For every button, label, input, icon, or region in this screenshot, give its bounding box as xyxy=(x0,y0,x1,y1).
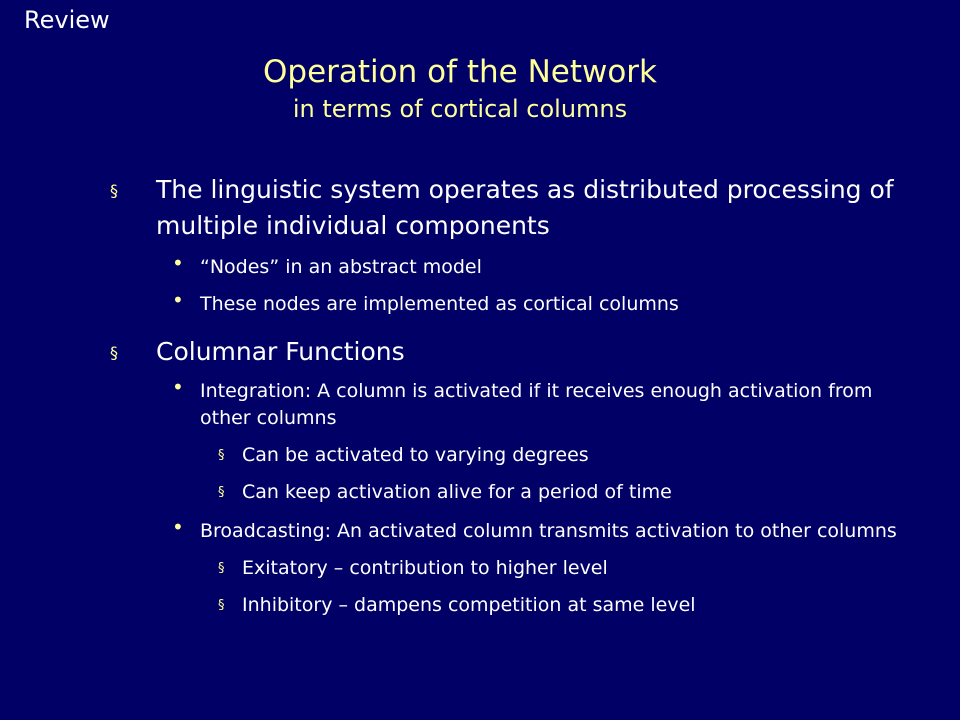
bullet-text: Exitatory – contribution to higher level xyxy=(242,557,608,579)
square-bullet-icon: § xyxy=(218,598,225,613)
bullet-text: Broadcasting: An activated column transm… xyxy=(200,520,897,542)
list-item: § Inhibitory – dampens competition at sa… xyxy=(110,592,910,619)
list-item: § The linguistic system operates as dist… xyxy=(110,172,910,244)
slide-title: Operation of the Network xyxy=(262,54,658,90)
bullet-text: Inhibitory – dampens competition at same… xyxy=(242,594,696,616)
dot-bullet-icon: • xyxy=(172,251,184,275)
dot-bullet-icon: • xyxy=(172,515,184,539)
bullet-text: These nodes are implemented as cortical … xyxy=(200,293,679,315)
dot-bullet-icon: • xyxy=(172,375,184,399)
review-tag: Review xyxy=(24,6,110,34)
bullet-text: The linguistic system operates as distri… xyxy=(156,175,894,240)
square-bullet-icon: § xyxy=(218,485,225,500)
list-item: • “Nodes” in an abstract model xyxy=(110,251,910,281)
bullet-text: Integration: A column is activated if it… xyxy=(200,380,873,429)
square-bullet-icon: § xyxy=(218,561,225,576)
title-block: Operation of the Network in terms of cor… xyxy=(0,52,920,126)
list-item: § Can be activated to varying degrees xyxy=(110,442,910,469)
bullet-text: Columnar Functions xyxy=(156,337,405,366)
square-bullet-icon: § xyxy=(110,343,118,362)
bullet-text: “Nodes” in an abstract model xyxy=(200,256,482,278)
list-item: • These nodes are implemented as cortica… xyxy=(110,288,910,318)
list-item: • Broadcasting: An activated column tran… xyxy=(110,515,910,545)
square-bullet-icon: § xyxy=(218,448,225,463)
list-item: § Exitatory – contribution to higher lev… xyxy=(110,555,910,582)
slide-subtitle: in terms of cortical columns xyxy=(292,95,628,123)
list-item: § Columnar Functions xyxy=(110,334,910,370)
square-bullet-icon: § xyxy=(110,181,118,200)
list-item: • Integration: A column is activated if … xyxy=(110,375,910,432)
bullet-text: Can keep activation alive for a period o… xyxy=(242,481,672,503)
list-item: § Can keep activation alive for a period… xyxy=(110,479,910,506)
dot-bullet-icon: • xyxy=(172,288,184,312)
bullet-text: Can be activated to varying degrees xyxy=(242,444,589,466)
bullet-list: § The linguistic system operates as dist… xyxy=(110,172,910,619)
